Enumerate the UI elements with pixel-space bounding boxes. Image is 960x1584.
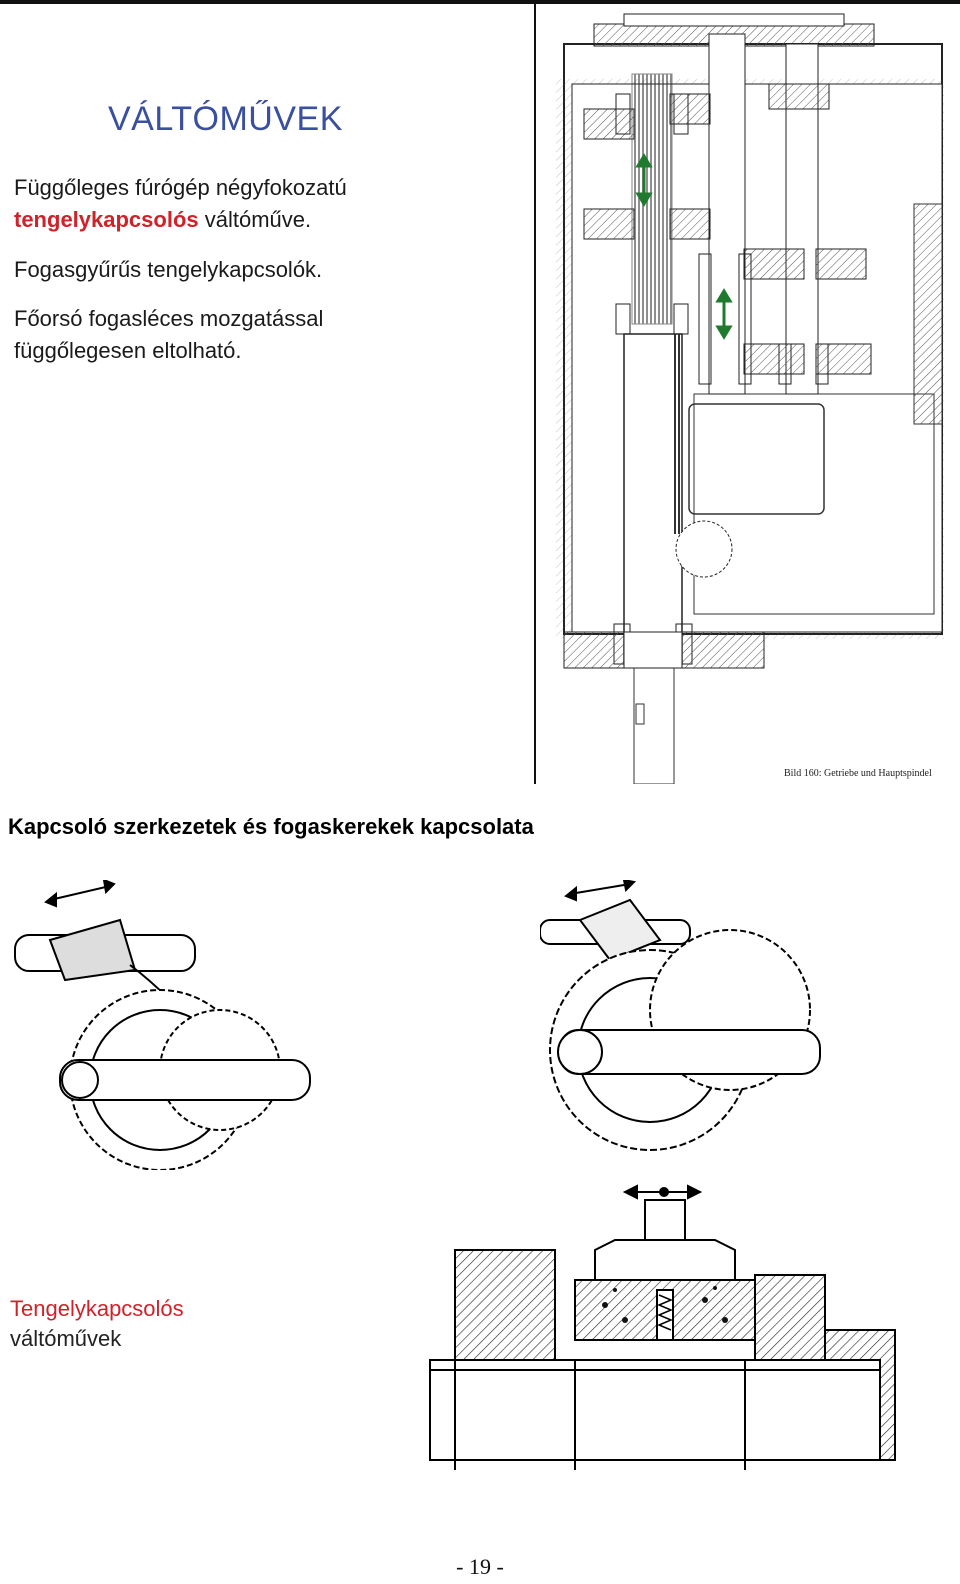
slide-text-line1: Függőleges fúrógép négyfokozatú: [14, 175, 347, 200]
figure-caption: Bild 160: Getriebe und Hauptspindel: [784, 768, 932, 779]
clutch-gearbox-label-red: Tengelykapcsolós: [10, 1296, 184, 1321]
gear-coupling-sketch: [540, 880, 821, 1151]
clutch-gearbox-label: váltóművek: [10, 1326, 122, 1351]
section-heading: Kapcsoló szerkezetek és fogaskerekek kap…: [8, 814, 534, 839]
slide-text-line5: függőlegesen eltolható.: [14, 338, 242, 363]
highlight-term: tengelykapcsolós: [14, 207, 199, 232]
slide-text-line3: Fogasgyűrűs tengelykapcsolók.: [14, 257, 323, 282]
tooth-clutch-section-drawing: [429, 1184, 896, 1470]
gearbox-section-drawing: [534, 4, 944, 784]
slide-text-line2-rest: váltóműve.: [198, 207, 312, 232]
slide-text-line2: tengelykapcsolós váltóműve.: [14, 204, 311, 236]
page-number: - 19 -: [456, 1554, 504, 1579]
slide-title: VÁLTÓMŰVEK: [108, 100, 343, 138]
slide-text-line4: Főorsó fogasléces mozgatással: [14, 306, 324, 331]
top-border-line: [0, 0, 960, 4]
shift-fork-gear-sketch: [14, 880, 311, 1170]
